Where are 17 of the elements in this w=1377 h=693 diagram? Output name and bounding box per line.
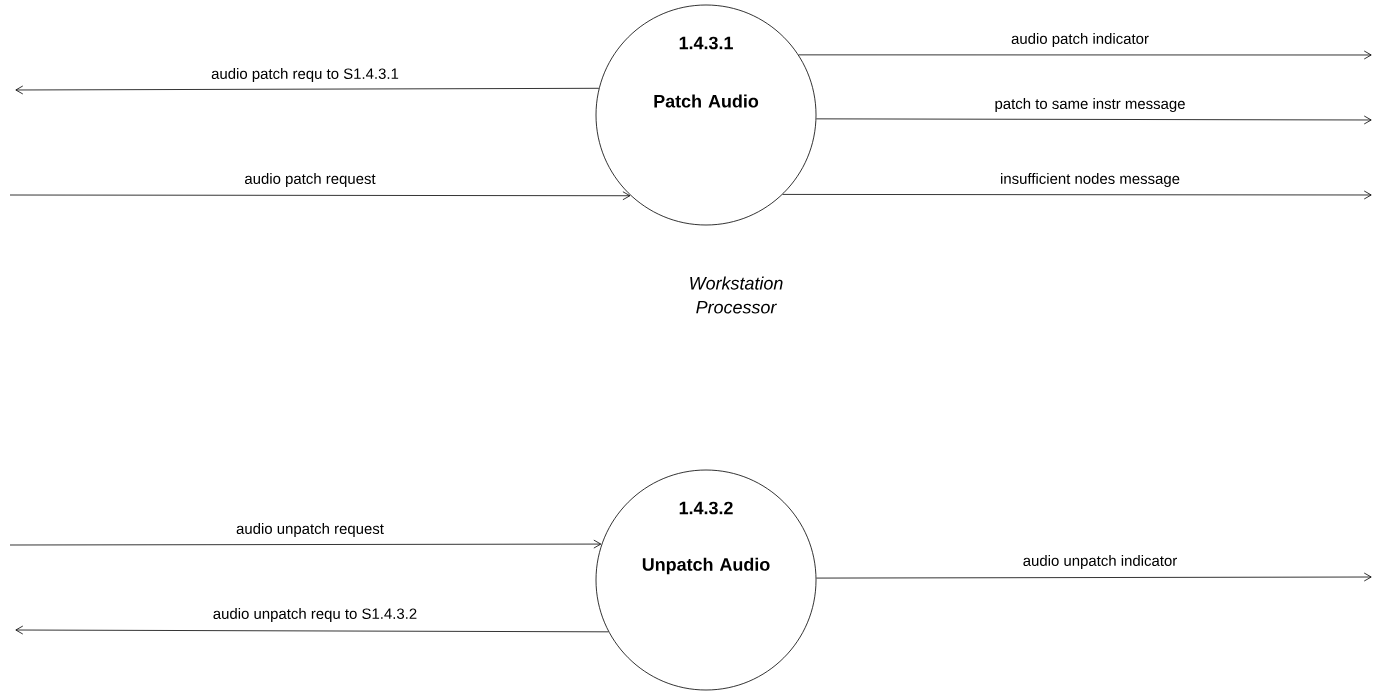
arrow bbox=[798, 50, 1372, 60]
edge-label: audio unpatch request bbox=[235, 522, 385, 538]
arrow bbox=[9, 191, 631, 201]
edge-label: audio unpatch indicator bbox=[1021, 554, 1179, 570]
edge-label: insufficient nodes message bbox=[999, 172, 1181, 188]
edge-label: patch to same instr message bbox=[993, 97, 1187, 113]
edge-label: audio patch indicator bbox=[1010, 32, 1150, 48]
arrow bbox=[9, 539, 602, 549]
edge-label: audio patch request bbox=[243, 172, 377, 188]
arrow bbox=[816, 572, 1372, 582]
arrow bbox=[15, 625, 609, 635]
arrow bbox=[815, 115, 1372, 125]
edge-label: audio unpatch requ to S1.4.3.2 bbox=[211, 607, 419, 623]
arrow bbox=[15, 85, 600, 95]
location-caption: Workstation Processor bbox=[690, 276, 783, 314]
edge-label: audio patch requ to S1.4.3.1 bbox=[210, 67, 400, 83]
arrow bbox=[782, 190, 1372, 200]
